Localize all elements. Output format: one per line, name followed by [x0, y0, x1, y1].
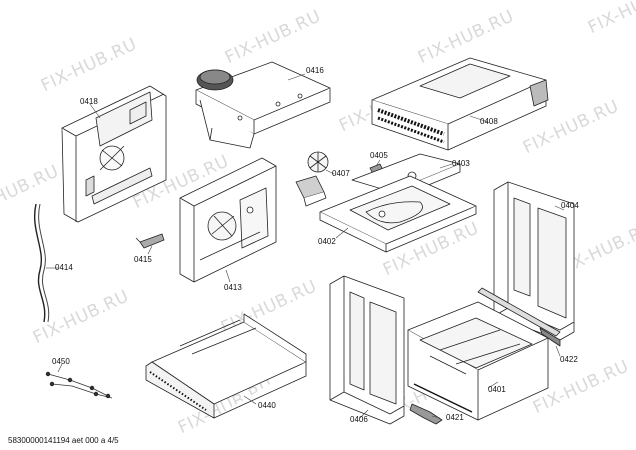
part-0413-inner-back: [179, 157, 277, 283]
part-0440-tray: [145, 313, 307, 419]
part-0421-hinge: [409, 403, 443, 425]
part-0402-bottom-plate: [319, 175, 477, 253]
part-0450-harness: [45, 371, 113, 399]
part-label-0407: 0407: [332, 169, 350, 178]
part-label-0403: 0403: [452, 159, 470, 168]
part-0404-side-panel: [493, 181, 575, 341]
part-label-0450: 0450: [52, 357, 70, 366]
part-0406-side-panel: [329, 275, 405, 425]
part-0408-top-cover: [371, 57, 549, 151]
part-0415-clip: [135, 233, 165, 249]
part-0414-cable: [34, 203, 50, 323]
part-0422-rail: [477, 287, 561, 347]
part-label-0405: 0405: [370, 151, 388, 160]
part-label-0404: 0404: [561, 201, 579, 210]
part-label-0415: 0415: [134, 255, 152, 264]
part-0416-fan-duct: [195, 61, 331, 149]
part-label-0401: 0401: [488, 385, 506, 394]
document-footer: 58300000141194 aet 000 a 4/5: [8, 436, 119, 445]
part-label-0408: 0408: [480, 117, 498, 126]
part-label-0416: 0416: [306, 66, 324, 75]
part-label-0421: 0421: [446, 413, 464, 422]
part-label-0413: 0413: [224, 283, 242, 292]
part-label-0402: 0402: [318, 237, 336, 246]
part-label-0418: 0418: [80, 97, 98, 106]
part-0418-rear-panel: [61, 85, 167, 223]
part-label-0414: 0414: [55, 263, 73, 272]
part-0401-base-frame: [407, 301, 549, 421]
part-label-0406: 0406: [350, 415, 368, 424]
part-0407-fan-motor: [295, 151, 329, 207]
leader-lines: [46, 73, 565, 419]
part-label-0440: 0440: [258, 401, 276, 410]
part-label-0422: 0422: [560, 355, 578, 364]
